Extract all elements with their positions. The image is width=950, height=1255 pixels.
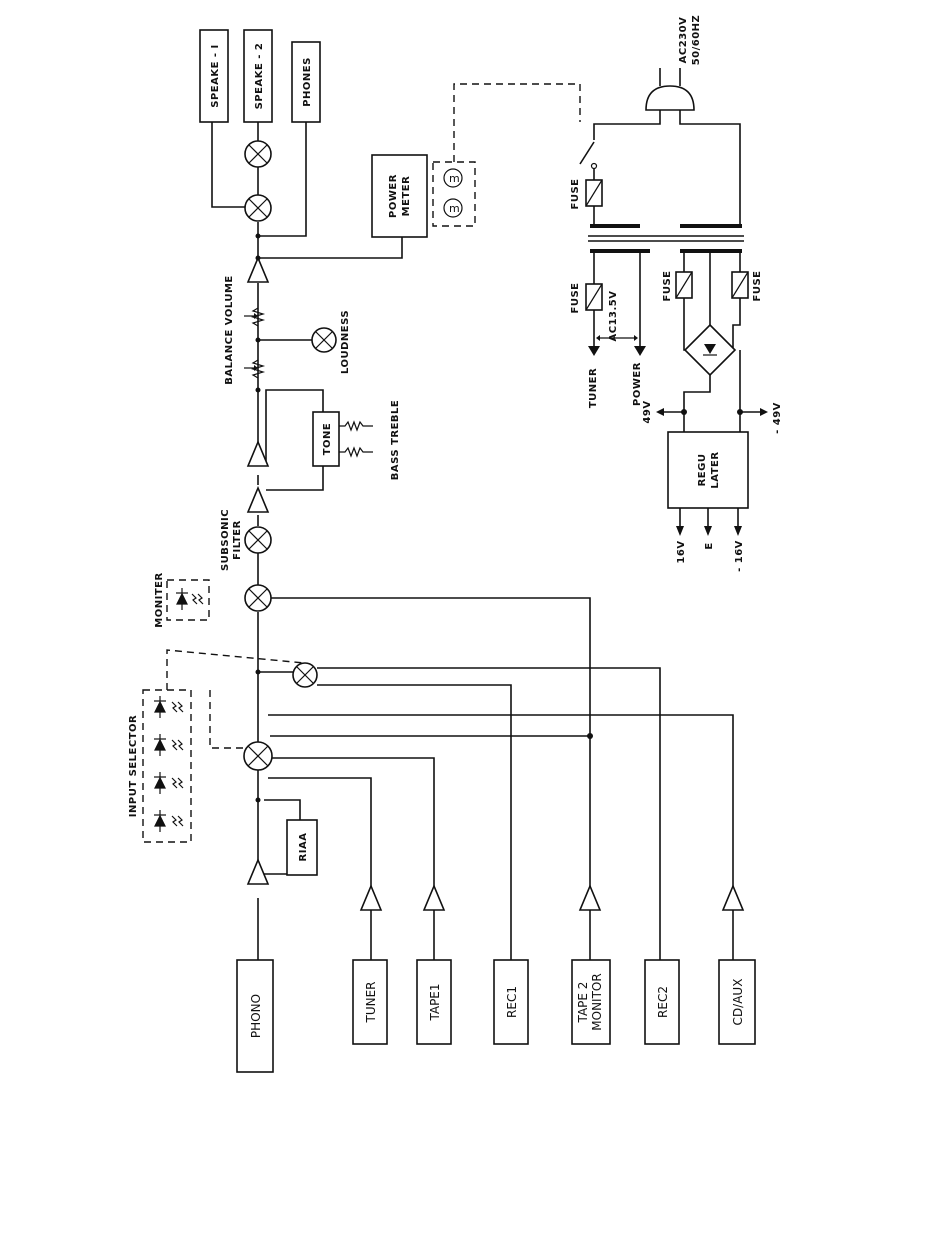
amplifiers — [246, 255, 745, 911]
input-blocks: PHONO TUNER TAPE1 REC1 TAPE 2 MONITOR RE… — [236, 959, 756, 1073]
phono-label: PHONO — [249, 994, 263, 1038]
tape2-monitor-box — [571, 959, 611, 1045]
subsonic-label-2: FILTER — [232, 520, 243, 560]
svg-text:m: m — [449, 202, 460, 215]
power-meter-box — [371, 154, 428, 238]
cdaux-box — [718, 959, 756, 1045]
meter-lamp-icon: m m — [443, 168, 463, 218]
monitor-switch-icon — [244, 584, 272, 612]
regulator-box — [667, 431, 749, 509]
ac-fuse-label: FUSE — [570, 283, 581, 314]
treble-pot-icon — [339, 420, 373, 432]
tuner-supply-label: TUNER — [588, 368, 599, 408]
rec1-label: REC1 — [505, 986, 519, 1018]
signal-wiring — [211, 122, 734, 960]
tape2-label: TAPE 2 — [576, 982, 590, 1024]
mains-label-1: AC230V — [678, 17, 689, 64]
rec2-box — [644, 959, 680, 1045]
ground-label: E — [704, 542, 715, 549]
right-fuse-label: FUSE — [752, 271, 763, 302]
bass-pot-icon — [339, 446, 373, 458]
power-meter-label-1: POWER — [388, 174, 399, 218]
power-supply: AC230V 50/60HZ FUSE FUSE AC13.5V TU — [570, 15, 783, 572]
speaker-2-switch-icon — [244, 140, 272, 168]
preamp-1-icon — [246, 485, 270, 513]
speaker-1-box — [199, 29, 229, 123]
junction-dots — [255, 233, 593, 803]
cdaux-amp-icon — [721, 883, 745, 911]
regulator-label-2: LATER — [710, 451, 721, 488]
loudness-label: LOUDNESS — [340, 310, 351, 374]
loudness-switch-icon — [311, 327, 337, 353]
switches — [243, 140, 337, 771]
tuner-label: TUNER — [364, 981, 378, 1023]
balance-volume-label: BALANCE VOLUME — [224, 275, 235, 384]
lamp-supply-dashed — [453, 83, 581, 162]
led-icons — [154, 696, 184, 832]
input-selector-switch-icon — [243, 741, 273, 771]
left-fuse-label: FUSE — [662, 271, 673, 302]
minus49-label: - 49V — [772, 402, 783, 434]
ac13-label: AC13.5V — [608, 291, 619, 342]
preamp-2-icon — [246, 439, 270, 467]
riaa-box — [286, 819, 318, 876]
minus16-label: - 16V — [734, 540, 745, 572]
plus16-label: 16V — [676, 540, 687, 563]
balance-pot-icon — [250, 359, 266, 379]
subsonic-filter-switch-icon — [244, 526, 272, 554]
moniter-label: MONITER — [154, 572, 165, 627]
phono-amp-icon — [246, 857, 270, 885]
plus49-label: 49V — [642, 400, 653, 423]
tone-box — [312, 411, 340, 467]
meter-lamps-box — [432, 161, 476, 227]
volume-pot-icon — [250, 307, 266, 327]
tape2-amp-icon — [578, 883, 602, 911]
tape1-amp-icon — [422, 883, 446, 911]
tape1-box — [416, 959, 452, 1045]
input-selector-label: INPUT SELECTOR — [128, 715, 139, 817]
speaker-2-label: SPEAKE - 2 — [254, 43, 265, 110]
bass-treble-label: BASS TREBLE — [390, 400, 401, 480]
phono-box — [236, 959, 274, 1073]
speaker-2-box — [243, 29, 273, 123]
cdaux-label: CD/AUX — [731, 979, 745, 1026]
speaker-1-switch-icon — [244, 194, 272, 222]
speaker-1-label: SPEAKE - I — [210, 44, 221, 108]
rec2-label: REC2 — [656, 986, 670, 1018]
tone-label: TONE — [322, 423, 333, 456]
svg-text:m: m — [449, 172, 460, 185]
power-amp-icon — [246, 255, 270, 283]
mains-label-2: 50/60HZ — [691, 15, 702, 66]
main-fuse-label: FUSE — [570, 179, 581, 210]
regulator-label-1: REGU — [697, 454, 708, 487]
riaa-label: RIAA — [298, 833, 309, 862]
tuner-box — [352, 959, 388, 1045]
monitor-label: MONITOR — [590, 973, 604, 1030]
power-supply-label: POWER — [632, 362, 643, 406]
rec-selector-switch-icon — [292, 662, 318, 688]
mains-plug-icon — [645, 85, 695, 111]
moniter-led-icon — [176, 588, 188, 610]
tape1-label: TAPE1 — [428, 983, 442, 1021]
tuner-amp-icon — [359, 883, 383, 911]
rec1-box — [493, 959, 529, 1045]
power-meter-label-2: METER — [401, 176, 412, 217]
subsonic-label-1: SUBSONIC — [220, 509, 231, 571]
phones-label: PHONES — [302, 57, 313, 107]
input-selector-panel: INPUT SELECTOR — [128, 649, 305, 843]
phones-box — [291, 41, 321, 123]
moniter-indicator: MONITER — [154, 572, 210, 628]
